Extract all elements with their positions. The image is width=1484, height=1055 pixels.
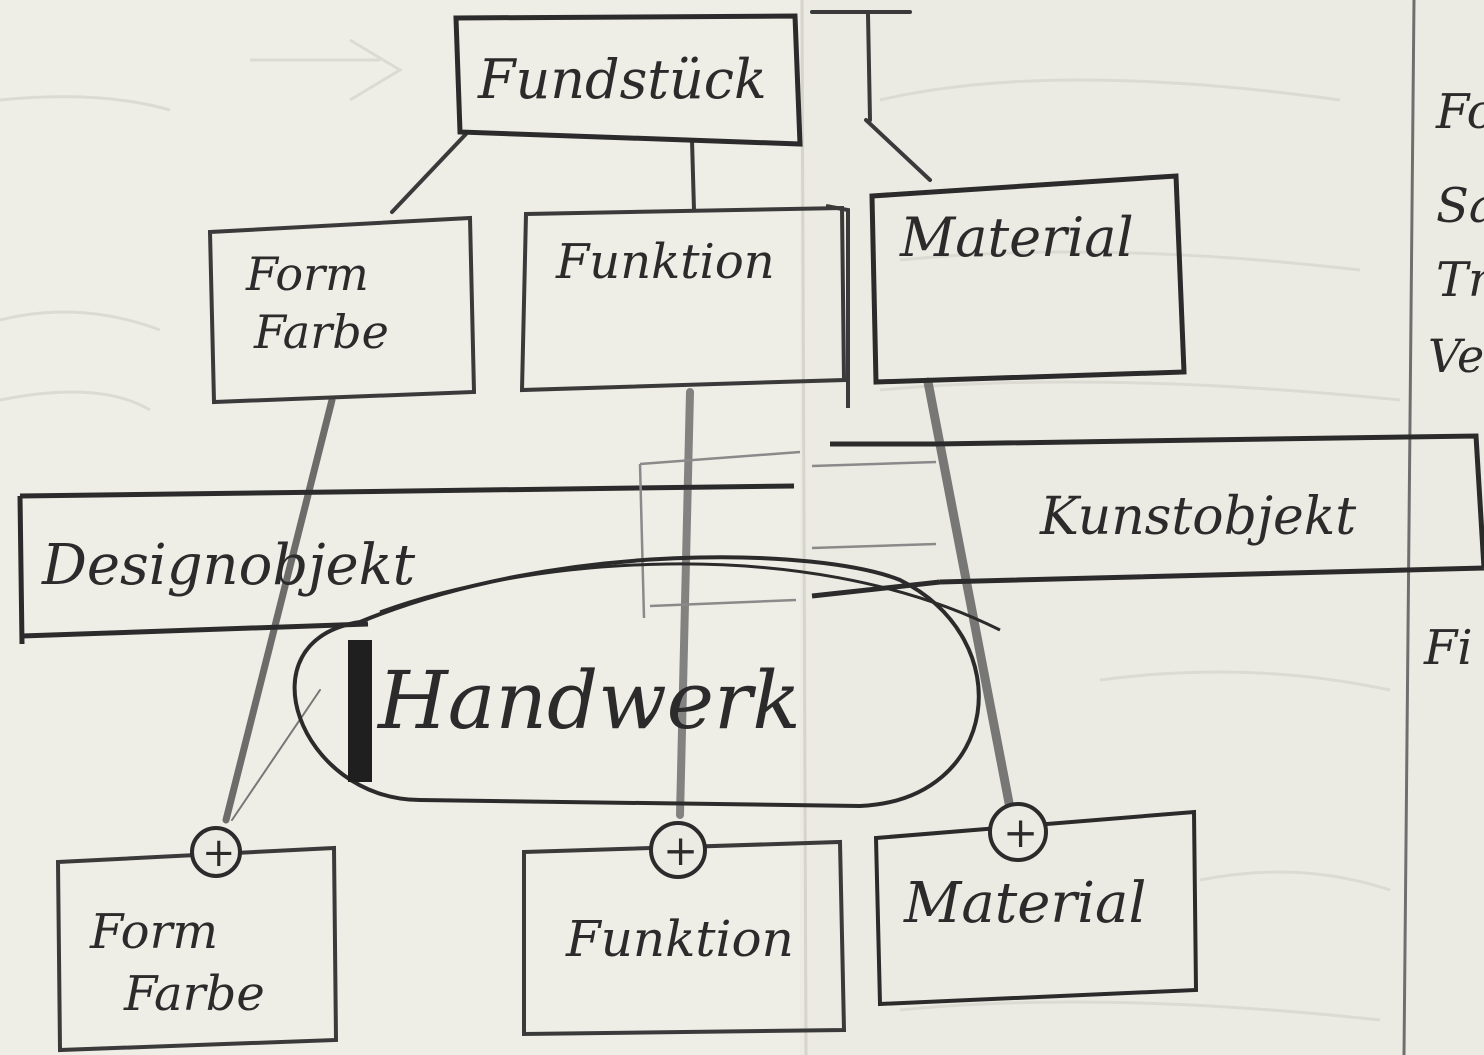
top-function-label: Funktion	[555, 234, 775, 290]
bottom-form-label-1: Form	[89, 904, 218, 960]
plus-sign-material: +	[1003, 808, 1038, 857]
margin-fragment-2: Sa	[1436, 178, 1484, 234]
plus-sign-form: +	[202, 830, 236, 876]
root-label: Fundstück	[477, 48, 767, 111]
margin-fragment-3: Tr	[1436, 252, 1484, 308]
plus-sign-function: +	[663, 826, 698, 875]
craft-bar	[348, 640, 372, 782]
bottom-function-label: Funktion	[565, 910, 794, 968]
margin-fragment-1: Fo	[1435, 84, 1484, 140]
top-form-label-1: Form	[245, 247, 369, 301]
bottom-form-label-2: Farbe	[123, 966, 265, 1022]
margin-fragment-4: Ve	[1428, 329, 1484, 383]
art-label: Kunstobjekt	[1039, 487, 1356, 547]
connector-root-function	[692, 140, 694, 210]
margin-fragment-5: Fi	[1423, 620, 1473, 676]
top-material-label: Material	[899, 206, 1134, 269]
craft-label: Handwerk	[376, 654, 801, 747]
design-label: Designobjekt	[41, 533, 416, 598]
bottom-material-label: Material	[903, 871, 1146, 936]
top-form-label-2: Farbe	[253, 305, 389, 359]
left-page	[0, 0, 800, 1055]
